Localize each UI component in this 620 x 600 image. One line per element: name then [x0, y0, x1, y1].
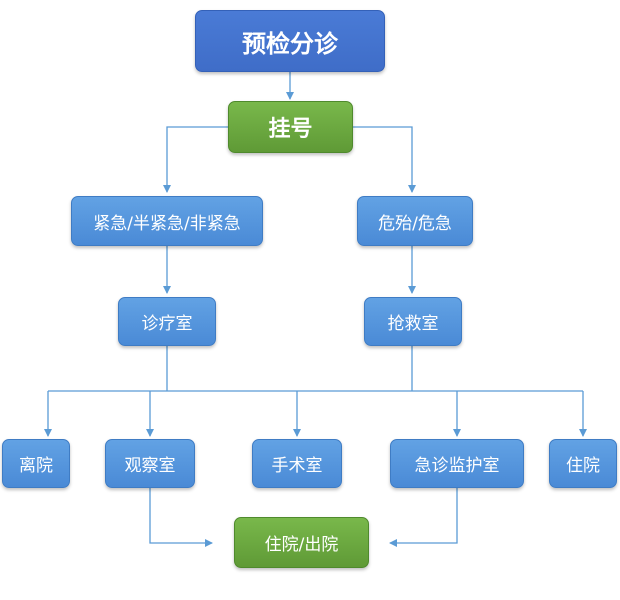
node-registration: 挂号: [228, 101, 353, 153]
node-triage: 预检分诊: [195, 10, 385, 72]
node-admission-label: 住院: [566, 456, 600, 476]
node-icu-label: 急诊监护室: [414, 456, 500, 476]
node-operating-room-label: 手术室: [271, 456, 323, 476]
arrow-observation-to-final: [149, 488, 213, 547]
node-admission: 住院: [549, 439, 617, 488]
node-critical-label: 危殆/危急: [378, 213, 452, 234]
node-discharge-label: 离院: [19, 456, 53, 476]
node-urgency-levels: 紧急/半紧急/非紧急: [71, 196, 263, 246]
node-triage-label: 预检分诊: [242, 29, 338, 58]
arrow-registration-to-critical: [352, 126, 416, 193]
node-critical: 危殆/危急: [357, 196, 473, 246]
arrow-registration-to-urgency: [163, 126, 228, 193]
node-urgency-levels-label: 紧急/半紧急/非紧急: [93, 213, 241, 234]
node-rescue-room: 抢救室: [364, 297, 462, 346]
node-icu: 急诊监护室: [390, 439, 524, 488]
arrow-icu-to-final: [389, 488, 458, 547]
node-operating-room: 手术室: [252, 439, 342, 488]
node-observation: 观察室: [105, 439, 195, 488]
node-admit-or-discharge: 住院/出院: [234, 517, 369, 568]
node-observation-label: 观察室: [124, 456, 176, 476]
node-discharge: 离院: [2, 439, 70, 488]
node-consult-room: 诊疗室: [118, 297, 216, 346]
node-rescue-room-label: 抢救室: [387, 314, 439, 334]
node-registration-label: 挂号: [268, 117, 313, 142]
node-admit-or-discharge-label: 住院/出院: [264, 535, 339, 555]
node-consult-room-label: 诊疗室: [141, 314, 193, 334]
